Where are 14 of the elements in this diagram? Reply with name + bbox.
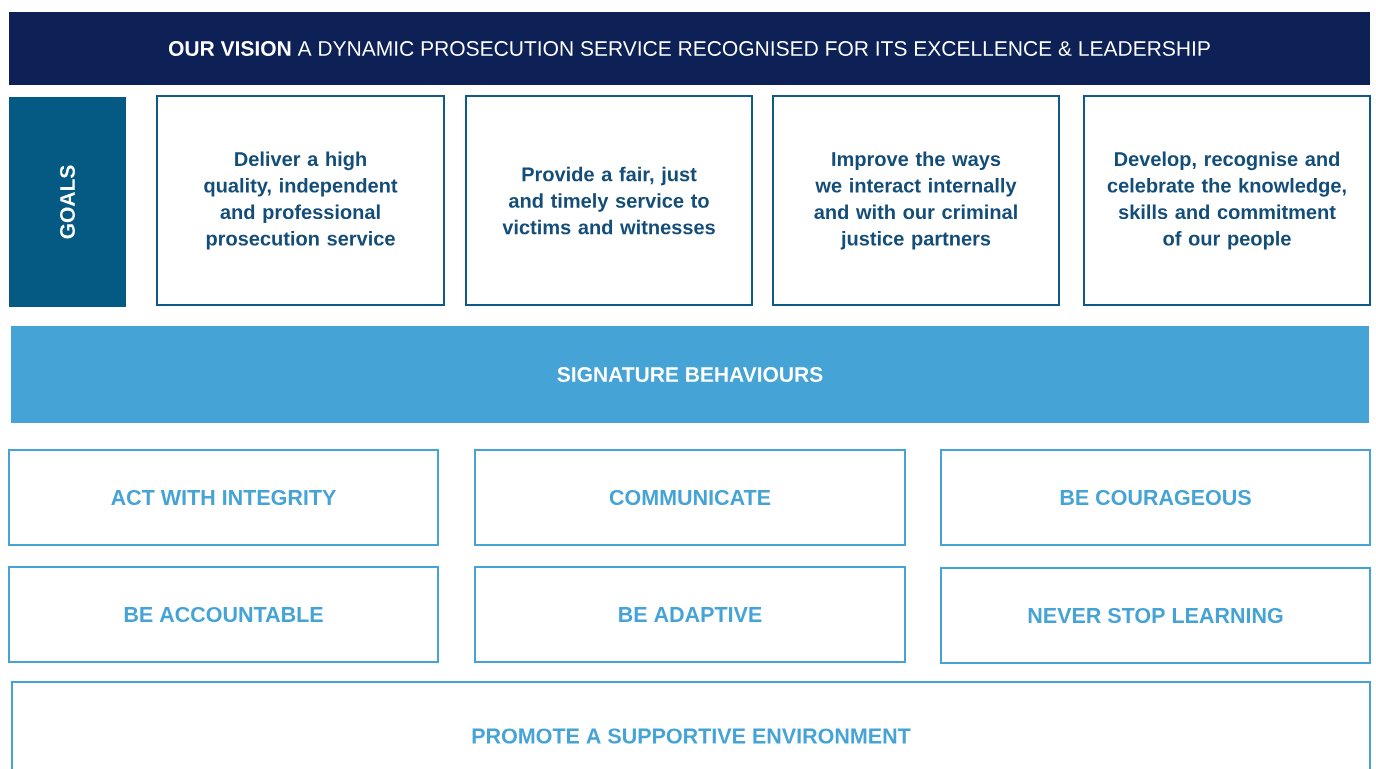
goal-box: Improve the ways we interact internally and with our criminal justice partners [772,95,1060,306]
behaviour-box: BE COURAGEOUS [940,449,1371,546]
goal-box: Develop, recognise and celebrate the knowledge, skills and commitment of our people [1083,95,1371,306]
vision-banner: OUR VISION A DYNAMIC PROSECUTION SERVICE RECOGNISED FOR ITS EXCELLENCE & LEADERSHIP [9,12,1370,85]
behaviour-box: PROMOTE A SUPPORTIVE ENVIRONMENT [11,681,1371,769]
behaviour-box: BE ADAPTIVE [474,566,906,663]
behaviour-box: ACT WITH INTEGRITY [8,449,439,546]
behaviour-box: BE ACCOUNTABLE [8,566,439,663]
section-banner: SIGNATURE BEHAVIOURS [11,326,1369,423]
goals-label-box: GOALS [9,97,126,307]
behaviour-box: COMMUNICATE [474,449,906,546]
goal-box: Provide a fair, just and timely service to victims and witnesses [465,95,753,306]
goal-box: Deliver a high quality, independent and professional prosecution service [156,95,445,306]
behaviour-box: NEVER STOP LEARNING [940,567,1371,664]
